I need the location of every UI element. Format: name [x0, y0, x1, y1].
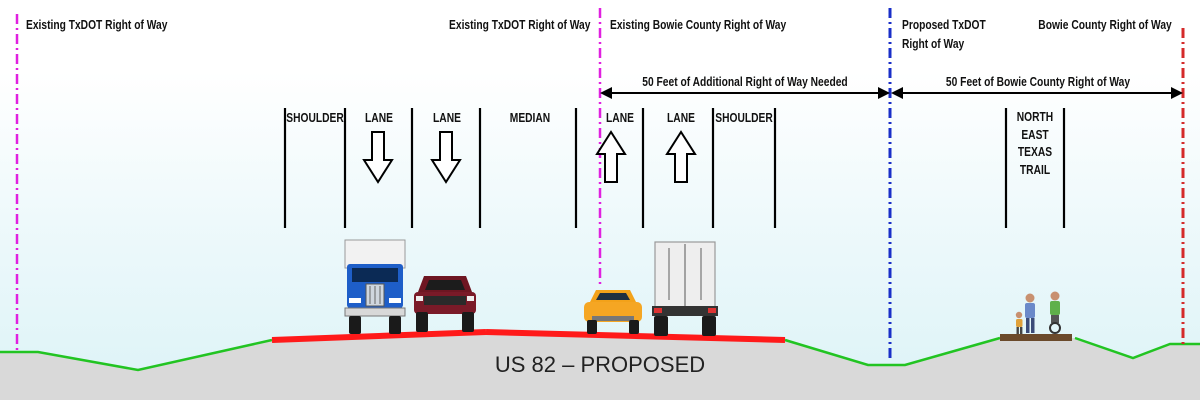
shoulder-label-left: SHOULDER [286, 111, 344, 125]
lane-dividers [283, 108, 1066, 228]
dimension-arrow-additional [600, 87, 890, 99]
lane-label-3: LANE [606, 111, 634, 125]
bowie-row-dimension-label: 50 Feet of Bowie County Right of Way [945, 75, 1131, 89]
existing-txdot-row-label-left: Existing TxDOT Right of Way [26, 18, 168, 32]
ground-line [0, 336, 1200, 372]
road-surface-westbound [271, 329, 487, 343]
ground-fill [0, 332, 1200, 400]
dimension-arrow-bowie [891, 87, 1183, 99]
bowie-county-row-label: Bowie County Right of Way [1038, 18, 1172, 32]
proposed-txdot-row-label-line2: Right of Way [902, 37, 965, 51]
down-arrow-icon [362, 131, 394, 184]
lane-label-2: LANE [433, 111, 461, 125]
child-pedestrian-icon [1015, 311, 1023, 334]
shoulder-label-right: SHOULDER [715, 111, 773, 125]
existing-txdot-row-label-mid: Existing TxDOT Right of Way [448, 18, 590, 32]
up-arrow-icon [595, 130, 627, 183]
lane-label-4: LANE [667, 111, 695, 125]
pickup-truck-icon [414, 276, 476, 332]
down-arrow-icon [430, 131, 462, 184]
semi-trailer-icon [652, 241, 718, 336]
additional-row-dimension-label: 50 Feet of Additional Right of Way Neede… [642, 75, 848, 89]
road-surface-eastbound [485, 329, 786, 343]
existing-bowie-row-label: Existing Bowie County Right of Way [610, 18, 787, 32]
trail-label: NORTH EAST TEXAS TRAIL [1010, 109, 1059, 179]
trail-label-line: TRAIL [1019, 162, 1051, 177]
diagram-title: US 82 – PROPOSED [494, 352, 706, 377]
lane-label-1: LANE [365, 111, 393, 125]
trail-surface [1000, 334, 1072, 341]
up-arrow-icon [665, 130, 697, 183]
semi-truck-icon [344, 239, 406, 334]
trail-label-line: EAST [1021, 127, 1049, 142]
pedestrian-icon [1025, 293, 1035, 333]
trail-label-line: TEXAS [1017, 145, 1053, 159]
cyclist-icon [1049, 291, 1061, 334]
proposed-txdot-row-label-line1: Proposed TxDOT [902, 18, 986, 32]
trail-label-line: NORTH [1016, 110, 1054, 124]
car-icon [584, 290, 642, 334]
median-label: MEDIAN [509, 111, 551, 125]
